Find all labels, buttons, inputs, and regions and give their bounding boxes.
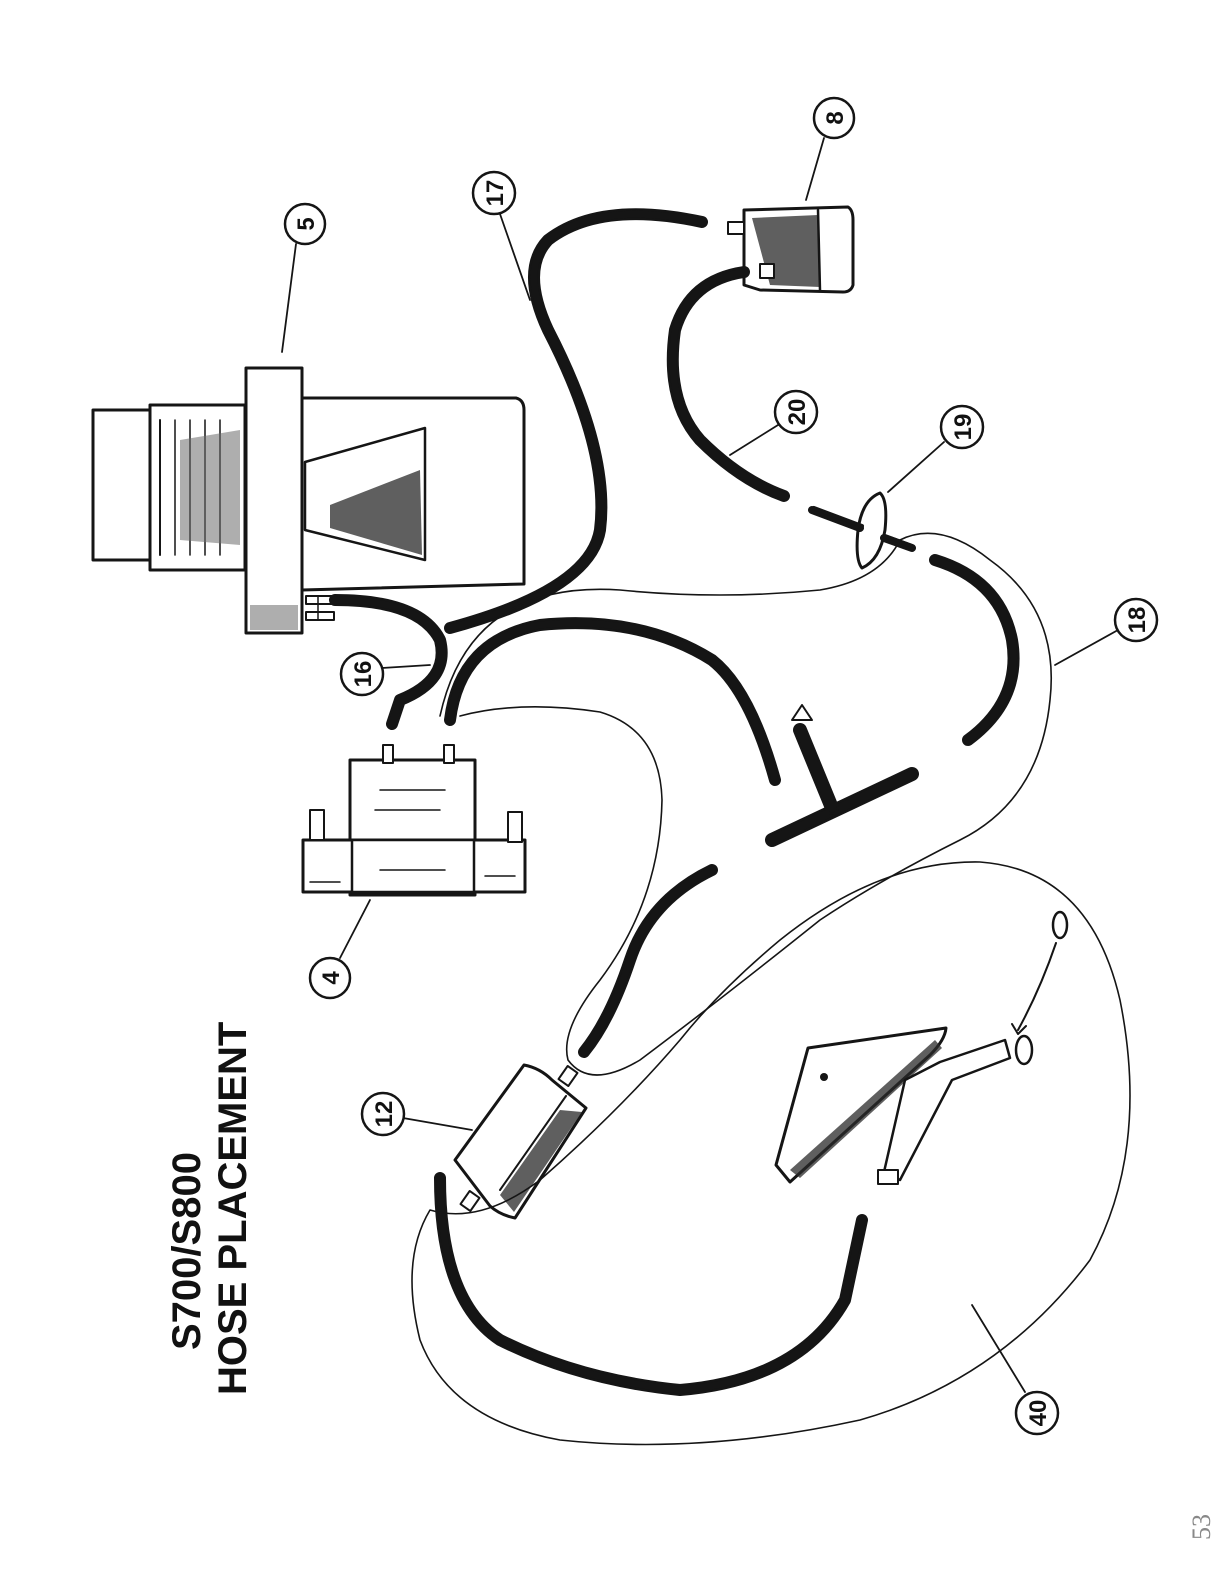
title-line-2: HOSE PLACEMENT xyxy=(211,1022,255,1395)
svg-text:18: 18 xyxy=(1124,607,1151,634)
callout-40: 40 xyxy=(971,1304,1060,1436)
diagram-title: S700/S800 HOSE PLACEMENT xyxy=(165,1022,255,1395)
part-8-valve-block xyxy=(727,205,855,294)
callout-4: 4 xyxy=(308,899,371,1000)
part-40-wand xyxy=(774,910,1069,1185)
part-19-inline-filter xyxy=(808,491,916,570)
callout-5: 5 xyxy=(281,202,327,353)
callout-19: 19 xyxy=(887,404,985,493)
svg-text:12: 12 xyxy=(371,1101,398,1128)
title-line-1: S700/S800 xyxy=(165,1152,209,1350)
svg-text:19: 19 xyxy=(950,414,977,441)
callout-8: 8 xyxy=(805,96,856,201)
tee-fitting xyxy=(765,704,919,847)
callout-20: 20 xyxy=(729,389,819,456)
callout-17: 17 xyxy=(471,170,531,301)
svg-text:4: 4 xyxy=(318,971,345,985)
callout-12: 12 xyxy=(360,1091,473,1137)
callout-16: 16 xyxy=(339,651,431,697)
svg-text:20: 20 xyxy=(784,399,811,426)
svg-text:5: 5 xyxy=(293,217,320,230)
page-mark: 53 xyxy=(1187,1514,1216,1540)
hoses xyxy=(329,208,1020,1396)
svg-text:8: 8 xyxy=(822,111,849,124)
grouping-outlines xyxy=(411,532,1131,1446)
svg-text:17: 17 xyxy=(482,180,509,207)
svg-text:40: 40 xyxy=(1025,1400,1052,1427)
part-4-pump xyxy=(301,744,527,897)
svg-text:16: 16 xyxy=(350,661,377,688)
callout-18: 18 xyxy=(1054,597,1159,666)
part-5-reservoir xyxy=(91,366,526,635)
part-12-filter xyxy=(453,1063,588,1220)
